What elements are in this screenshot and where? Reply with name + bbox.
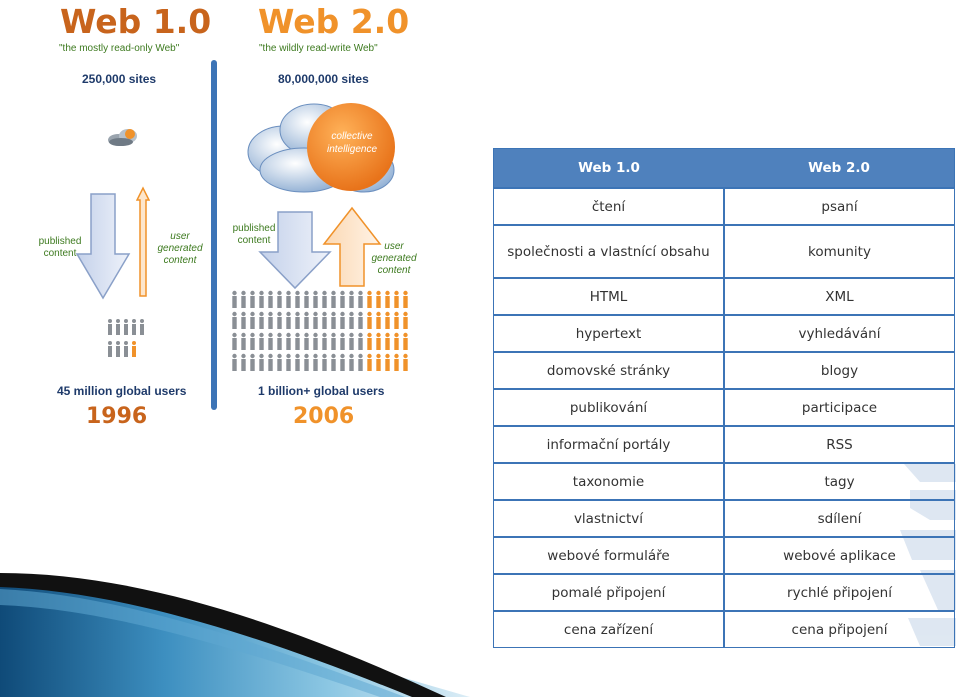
web2-sites: 80,000,000 sites bbox=[278, 72, 369, 86]
cell-web1: pomalé připojení bbox=[494, 575, 725, 610]
table-row: hypertext vyhledávání bbox=[494, 316, 954, 353]
cell-web1: cena zařízení bbox=[494, 612, 725, 647]
web2-year: 2006 bbox=[293, 404, 355, 429]
decorative-swoosh bbox=[0, 573, 470, 697]
cell-web1: informační portály bbox=[494, 427, 725, 462]
cell-web1: HTML bbox=[494, 279, 725, 314]
cell-web1: hypertext bbox=[494, 316, 725, 351]
published-down-arrow-web1 bbox=[75, 193, 131, 300]
table-header: Web 1.0 Web 2.0 bbox=[494, 149, 954, 189]
user-generated-web2: user generated content bbox=[371, 241, 417, 276]
user-generated-up-arrow-web1 bbox=[136, 186, 150, 297]
cell-web2: blogy bbox=[820, 362, 859, 379]
table-row: pomalé připojení rychlé připojení bbox=[494, 575, 954, 612]
table-row: vlastnictví sdílení bbox=[494, 501, 954, 538]
web2-users: 1 billion+ global users bbox=[258, 384, 385, 398]
cell-web2: psaní bbox=[821, 198, 858, 215]
user-generated-web1: user generated content bbox=[157, 231, 203, 266]
web1-sites: 250,000 sites bbox=[82, 72, 157, 86]
era-divider bbox=[211, 60, 217, 410]
cell-web2: rychlé připojení bbox=[787, 584, 892, 601]
web1-title: Web 1.0 bbox=[60, 2, 212, 41]
collective-intelligence-cloud bbox=[247, 103, 395, 193]
cell-web2: vyhledávání bbox=[798, 325, 881, 342]
table-row: taxonomie tagy bbox=[494, 464, 954, 501]
cell-web1: vlastnictví bbox=[494, 501, 725, 536]
cell-web2: komunity bbox=[808, 243, 871, 260]
cell-web2: cena připojení bbox=[791, 621, 888, 638]
cloud-label: collective intelligence bbox=[326, 131, 378, 155]
web2-title: Web 2.0 bbox=[258, 2, 410, 41]
web2-tagline: "the wildly read-write Web" bbox=[259, 43, 378, 54]
cell-web1: taxonomie bbox=[494, 464, 725, 499]
users-crowd-web2 bbox=[230, 290, 410, 374]
table-row: cena zařízení cena připojení bbox=[494, 612, 954, 647]
cell-web2: RSS bbox=[826, 436, 853, 453]
cell-web1: domovské stránky bbox=[494, 353, 725, 388]
comparison-table: Web 1.0 Web 2.0 čtení psaní společnosti … bbox=[493, 148, 955, 648]
cell-web2: participace bbox=[801, 399, 878, 416]
table-row: publikování participace bbox=[494, 390, 954, 427]
web1-tagline: "the mostly read-only Web" bbox=[59, 43, 180, 54]
cell-web2: tagy bbox=[824, 473, 855, 490]
header-web1: Web 1.0 bbox=[578, 160, 640, 176]
published-content-web2: published content bbox=[232, 223, 276, 246]
small-cloud-icon bbox=[108, 129, 137, 146]
table-row: čtení psaní bbox=[494, 189, 954, 226]
cell-web1: čtení bbox=[494, 189, 725, 224]
table-row: informační portály RSS bbox=[494, 427, 954, 464]
header-web2: Web 2.0 bbox=[808, 160, 870, 176]
cell-web1: publikování bbox=[494, 390, 725, 425]
cell-web1: společnosti a vlastnící obsahu bbox=[494, 226, 725, 277]
users-crowd-web1 bbox=[108, 319, 144, 357]
published-content-web1: published content bbox=[38, 236, 82, 259]
table-row: HTML XML bbox=[494, 279, 954, 316]
cell-web2: sdílení bbox=[817, 510, 862, 527]
web1-users: 45 million global users bbox=[57, 384, 187, 398]
table-row: domovské stránky blogy bbox=[494, 353, 954, 390]
cell-web2: XML bbox=[825, 288, 854, 305]
table-row: webové formuláře webové aplikace bbox=[494, 538, 954, 575]
published-down-arrow-web2 bbox=[258, 211, 332, 290]
cell-web2: webové aplikace bbox=[783, 547, 896, 564]
web1-year: 1996 bbox=[86, 404, 148, 429]
cell-web1: webové formuláře bbox=[494, 538, 725, 573]
user-generated-up-arrow-web2 bbox=[322, 206, 382, 287]
table-row: společnosti a vlastnící obsahu komunity bbox=[494, 226, 954, 279]
